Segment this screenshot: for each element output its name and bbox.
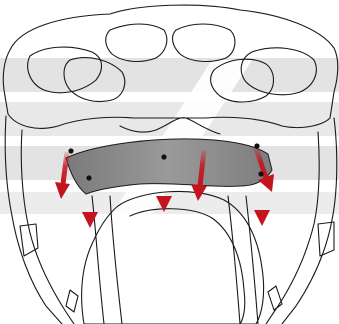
watermark-stripe [0, 58, 339, 92]
screw-dot [258, 171, 263, 176]
helmet-vent-center-right [173, 24, 235, 61]
watermark-stripe [0, 192, 339, 214]
screw-dot [86, 175, 91, 180]
screw-dot [161, 154, 166, 159]
screw-dot [68, 148, 73, 153]
inner-strap-right [228, 196, 240, 324]
buckle-left [66, 290, 78, 312]
inner-strap-right-b [246, 196, 258, 324]
buckle-right [268, 286, 282, 310]
helmet-vent-center-left [106, 24, 167, 61]
head-cradle-inner [130, 209, 245, 324]
screw-dot [254, 143, 259, 148]
ear-pad-right [318, 222, 334, 256]
